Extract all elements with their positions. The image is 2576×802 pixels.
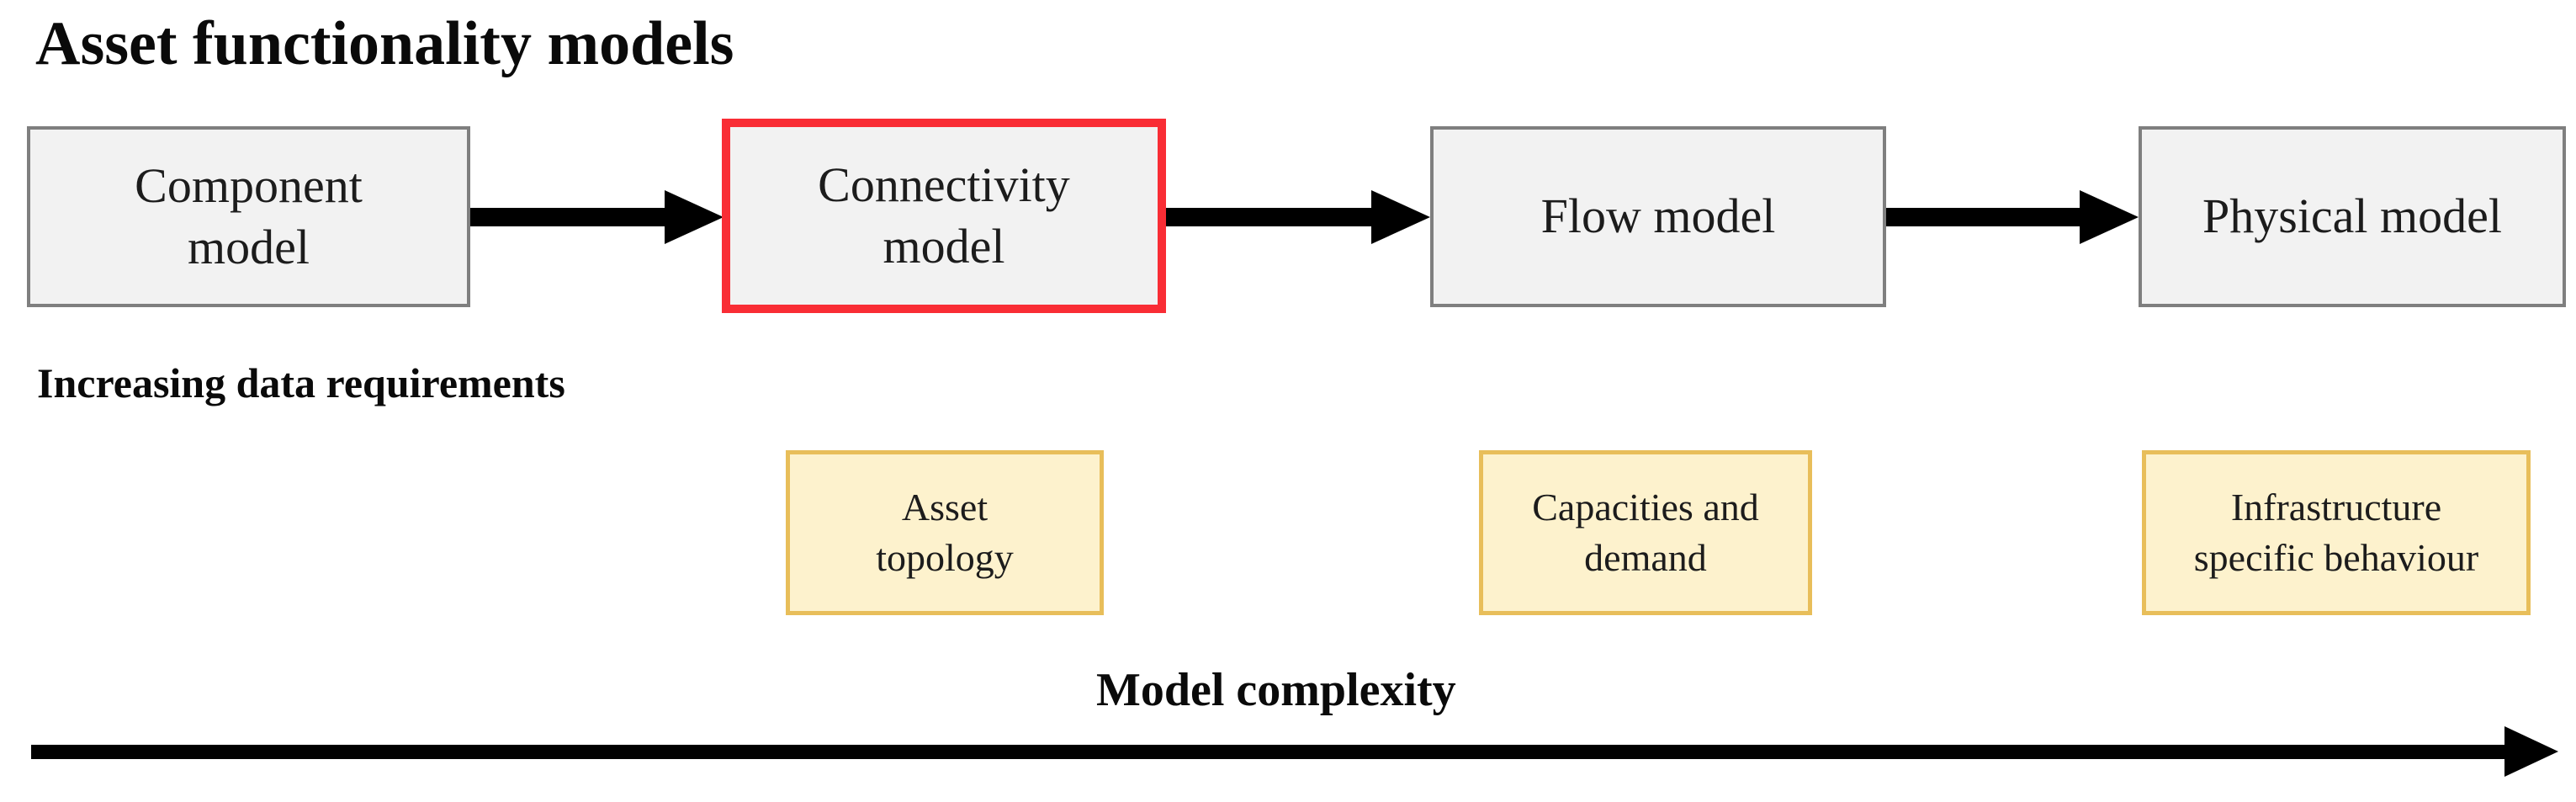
- model-complexity-label: Model complexity: [1096, 664, 1456, 716]
- capacities-demand-label: Capacities and demand: [1532, 486, 1759, 579]
- connectivity-model-box-highlighted: Connectivity model: [722, 119, 1166, 313]
- arrow-head-icon: [665, 190, 724, 244]
- physical-model-label: Physical model: [2202, 189, 2502, 244]
- connectivity-model-label: Connectivity model: [818, 157, 1070, 274]
- flow-model-box: Flow model: [1430, 126, 1886, 307]
- asset-topology-box: Asset topology: [786, 450, 1104, 615]
- arrow-shaft: [1886, 208, 2083, 226]
- infrastructure-behaviour-label: Infrastructure specific behaviour: [2193, 486, 2479, 579]
- arrow-flow-to-physical: [1886, 190, 2139, 244]
- arrow-shaft: [1166, 208, 1375, 226]
- increasing-data-requirements-label: Increasing data requirements: [37, 359, 565, 406]
- physical-model-box: Physical model: [2139, 126, 2566, 307]
- infrastructure-behaviour-box: Infrastructure specific behaviour: [2142, 450, 2531, 615]
- capacities-demand-box: Capacities and demand: [1479, 450, 1812, 615]
- component-model-label: Component model: [135, 158, 363, 274]
- arrow-component-to-connectivity: [470, 190, 724, 244]
- axis-arrow-head-icon: [2504, 726, 2558, 777]
- arrow-connectivity-to-flow: [1166, 190, 1430, 244]
- flow-model-label: Flow model: [1540, 189, 1776, 244]
- component-model-box: Component model: [27, 126, 470, 307]
- axis-arrow-shaft: [31, 745, 2504, 759]
- asset-topology-label: Asset topology: [876, 486, 1014, 579]
- arrow-head-icon: [1371, 190, 1430, 244]
- diagram-title: Asset functionality models: [35, 9, 734, 78]
- model-complexity-axis-arrow: [31, 726, 2558, 777]
- arrow-head-icon: [2080, 190, 2139, 244]
- arrow-shaft: [470, 208, 668, 226]
